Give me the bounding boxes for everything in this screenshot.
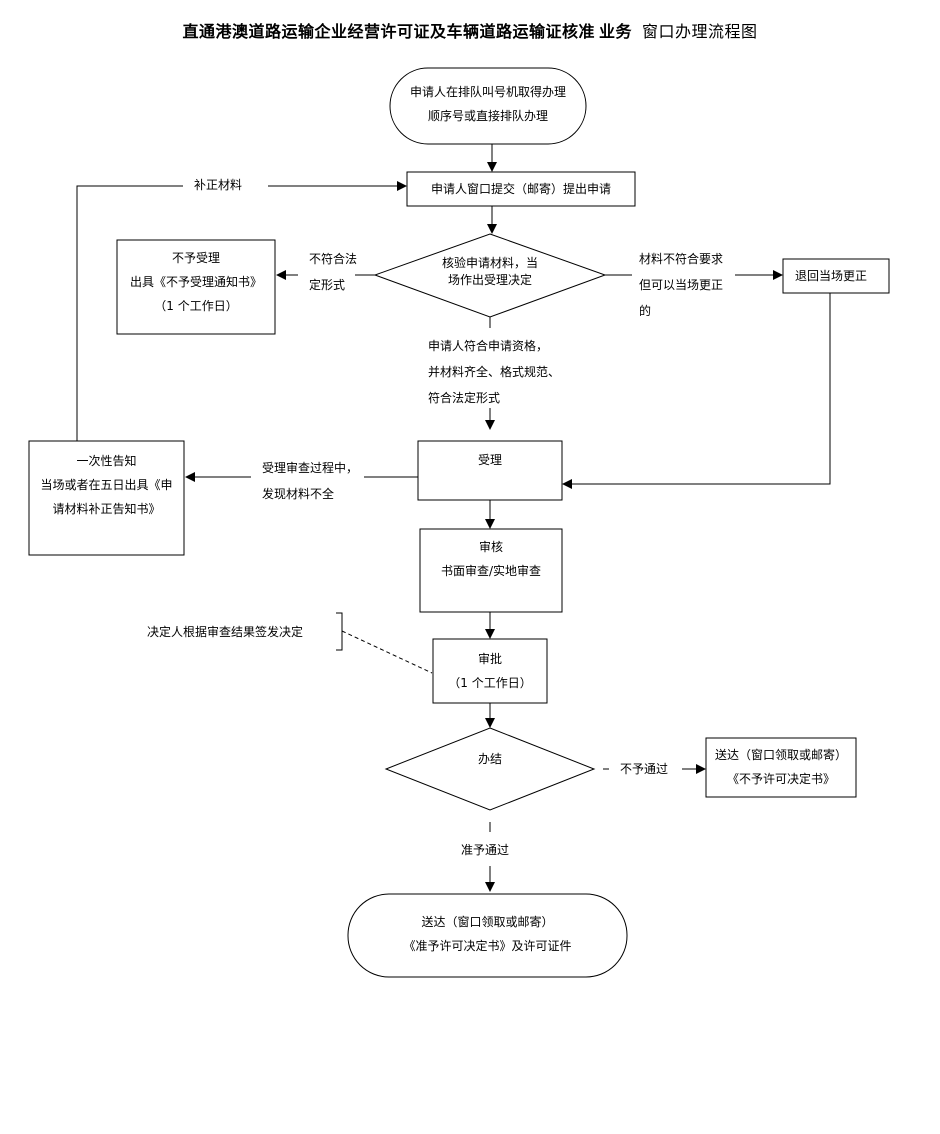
review-line-2: 书面审查/实地审查 [440, 564, 542, 578]
incomplete-label: 受理审查过程中， 发现材料不全 [262, 455, 358, 507]
deny-deliver-text: 送达（窗口领取或邮寄） 《不予许可决定书》 [706, 743, 856, 791]
page-title: 直通港澳道路运输企业经营许可证及车辆道路运输证核准业务窗口办理流程图 [0, 18, 940, 42]
review-text: 审核 书面审查/实地审查 [420, 535, 562, 583]
return-box [782, 258, 890, 294]
title-rest: 窗口办理流程图 [642, 22, 758, 41]
decider-label: 决定人根据审查结果签发决定 [147, 625, 304, 639]
check-line-1: 核验申请材料，当 [441, 256, 538, 270]
reject-box [116, 239, 276, 335]
not-legal-line-1: 不符合法 [309, 252, 358, 266]
supplement-label: 补正材料 [194, 178, 243, 192]
submit-label: 申请人窗口提交（邮寄）提出申请 [430, 182, 611, 196]
finish-text: 办结 [430, 747, 550, 771]
title-bold: 业务 [598, 22, 632, 41]
not-meet-line-3: 的 [639, 304, 652, 318]
not-meet-line-2: 但可以当场更正 [639, 278, 724, 292]
accept-label: 受理 [477, 453, 502, 467]
end-text: 送达（窗口领取或邮寄） 《准予许可决定书》及许可证件 [348, 910, 627, 958]
notify-line-2: 当场或者在五日出具《申 [40, 478, 173, 492]
approve-line-2: （1 个工作日） [448, 676, 532, 690]
reject-line-1: 不予受理 [171, 251, 220, 265]
notify-line-3: 请材料补正告知书》 [52, 502, 161, 516]
decider-bracket [336, 612, 343, 651]
notify-text: 一次性告知 当场或者在五日出具《申 请材料补正告知书》 [29, 449, 184, 521]
not-meet-label: 材料不符合要求 但可以当场更正 的 [639, 246, 723, 324]
deny-label: 不予通过 [620, 762, 669, 776]
notify-box [28, 440, 185, 556]
start-text: 申请人在排队叫号机取得办理 顺序号或直接排队办理 [390, 80, 586, 128]
finish-decision [384, 727, 596, 811]
return-label: 退回当场更正 [795, 269, 868, 283]
check-line-2: 场作出受理决定 [447, 273, 532, 287]
qualified-line-1: 申请人符合申请资格， [428, 339, 549, 353]
not-meet-line-1: 材料不符合要求 [639, 252, 724, 266]
check-text: 核验申请材料，当 场作出受理决定 [410, 255, 570, 289]
arrow-return-accept [562, 293, 831, 489]
end-terminal [347, 893, 628, 978]
finish-label: 办结 [477, 752, 502, 766]
grant-label: 准予通过 [461, 843, 510, 857]
qualified-line-2: 并材料齐全、格式规范、 [428, 365, 561, 379]
qualified-label: 申请人符合申请资格， 并材料齐全、格式规范、 符合法定形式 [428, 333, 560, 411]
reject-line-3: （1 个工作日） [154, 299, 238, 313]
approve-box [432, 638, 548, 704]
reject-line-2: 出具《不予受理通知书》 [129, 275, 262, 289]
accept-text: 受理 [418, 448, 562, 472]
approve-line-1: 审批 [477, 652, 502, 666]
deny-deliver-box [705, 737, 857, 798]
reject-text: 不予受理 出具《不予受理通知书》 （1 个工作日） [117, 246, 275, 318]
start-line-1: 申请人在排队叫号机取得办理 [409, 85, 566, 99]
return-text: 退回当场更正 [783, 264, 889, 288]
approve-text: 审批 （1 个工作日） [433, 647, 547, 695]
submit-text: 申请人窗口提交（邮寄）提出申请 [407, 177, 635, 201]
accept-box [417, 440, 563, 501]
not-legal-line-2: 定形式 [309, 278, 346, 292]
line-notify-up [76, 185, 183, 441]
not-legal-label: 不符合法 定形式 [309, 246, 357, 298]
review-box [419, 528, 563, 613]
end-line-2: 《准予许可决定书》及许可证件 [403, 939, 572, 953]
title-main: 直通港澳道路运输企业经营许可证及车辆道路运输证核准 [182, 22, 595, 41]
end-line-1: 送达（窗口领取或邮寄） [421, 915, 554, 929]
notify-line-1: 一次性告知 [76, 454, 137, 468]
start-terminal [389, 67, 587, 145]
submit-box [406, 171, 636, 207]
qualified-line-3: 符合法定形式 [428, 391, 501, 405]
start-line-2: 顺序号或直接排队办理 [427, 109, 548, 123]
deny-deliver-line-2: 《不予许可决定书》 [726, 772, 835, 786]
decider-dashed-line [341, 630, 433, 674]
incomplete-line-1: 受理审查过程中， [262, 461, 359, 475]
review-line-1: 审核 [478, 540, 503, 554]
deny-deliver-line-1: 送达（窗口领取或邮寄） [714, 748, 847, 762]
incomplete-line-2: 发现材料不全 [262, 487, 335, 501]
